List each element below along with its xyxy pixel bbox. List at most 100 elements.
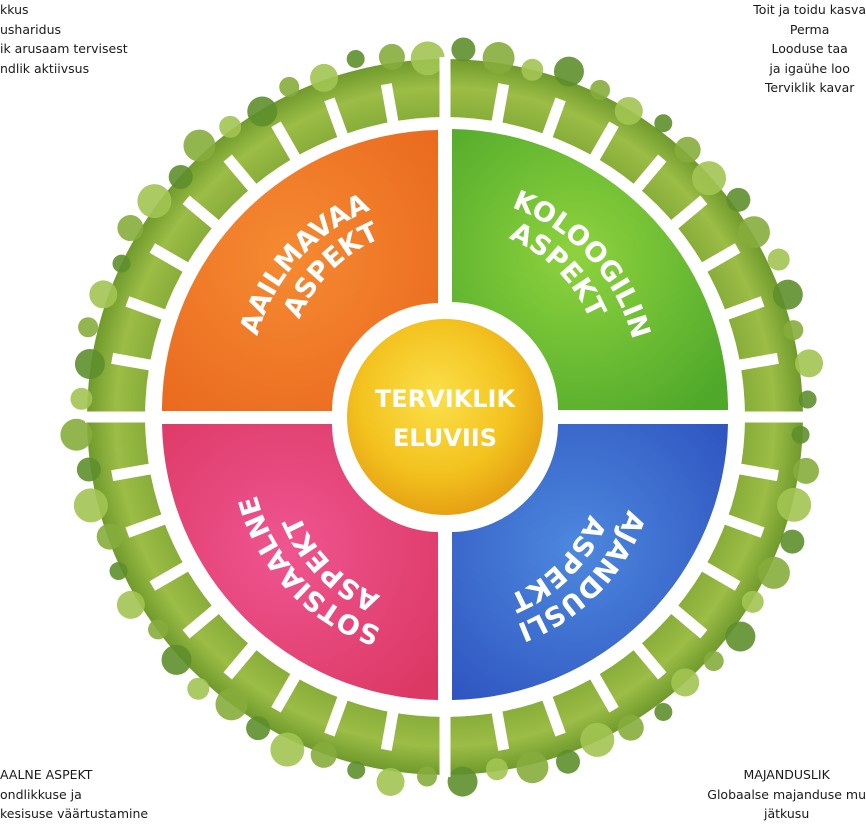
tree-icon [161, 644, 192, 675]
tree-icon [116, 590, 145, 619]
tree-icon [246, 716, 271, 741]
tree-icon [691, 161, 726, 196]
tree-icon [777, 487, 812, 522]
ring-spoke [489, 83, 510, 135]
description-line: Perma [789, 21, 830, 37]
tree-icon [482, 41, 515, 74]
social-description: AALNE ASPEKT ondlikkuse ja kesisuse väär… [0, 765, 148, 824]
tree-icon [671, 668, 700, 697]
ring-spoke [182, 597, 228, 639]
ring-spoke [324, 97, 352, 149]
ring-spoke [625, 154, 667, 200]
tree-icon [516, 751, 549, 784]
center-circle [347, 319, 543, 515]
description-line: ndlik aktiivsus [0, 60, 90, 76]
ring-spoke [111, 352, 163, 373]
tree-icon [117, 215, 144, 242]
tree-icon [76, 457, 101, 482]
tree-icon [376, 767, 405, 796]
description-line: ik arusaam tervisest [0, 41, 128, 56]
quadrant-economic [452, 424, 728, 700]
description-line: ja igaühe loo [769, 60, 850, 76]
tree-icon [772, 279, 803, 310]
tree-icon [783, 320, 804, 341]
tree-icon [346, 49, 365, 68]
tree-icon [109, 562, 128, 581]
tree-icon [737, 216, 770, 249]
description-line: AALNE ASPEKT [0, 767, 93, 782]
tree-icon [148, 619, 169, 640]
tree-icon [767, 248, 790, 271]
ring-spoke [662, 195, 708, 237]
ring-spoke [111, 461, 163, 482]
tree-icon [791, 425, 810, 444]
tree-icon [279, 76, 300, 97]
tree-icon [73, 488, 108, 523]
tree-icon [78, 317, 99, 338]
description-line: kesisuse väärtustamine [0, 806, 149, 821]
description-line: ondlikkuse ja [0, 786, 82, 802]
ring-spoke [713, 510, 765, 538]
description-line: Toit ja toidu kasva [753, 2, 866, 17]
tree-icon [757, 556, 790, 589]
ring-spokes [85, 57, 805, 777]
tree-icon [310, 63, 339, 92]
tree-icon [74, 348, 105, 379]
ecological-description: Toit ja toidu kasva Perma Looduse taa ja… [753, 0, 866, 98]
ring-spoke [625, 634, 667, 680]
description-line: jätkusu [764, 806, 810, 821]
tree-icon [410, 41, 445, 76]
tree-icon [580, 722, 615, 757]
tree-icon [451, 37, 476, 62]
tree-icon [521, 58, 544, 81]
tree-icon [219, 115, 242, 138]
tree-icon [183, 129, 216, 162]
ring-spoke [125, 510, 177, 538]
ring-spoke [584, 121, 619, 171]
center-label-line2: ELUVIIS [393, 424, 497, 452]
tree-icon [654, 114, 673, 133]
tree-icon [553, 56, 584, 87]
worldview-description: kkus usharidus ik arusaam tervisest ndli… [0, 0, 128, 78]
quadrant-social [162, 424, 438, 700]
ring-spoke [149, 243, 199, 278]
tree-icon [555, 749, 580, 774]
description-line: Terviklik kavar [764, 80, 855, 95]
tree-icon [187, 677, 210, 700]
ring-spoke [489, 699, 510, 751]
ring-spoke [584, 663, 619, 713]
tree-icon [725, 621, 756, 652]
tree-icon [447, 766, 478, 797]
description-line: Looduse taa [771, 41, 848, 56]
tree-icon [60, 418, 93, 451]
tree-icon [70, 387, 93, 410]
ring-spoke [223, 154, 265, 200]
tree-silhouettes [60, 37, 824, 797]
tree-icon [726, 187, 751, 212]
tree-icon [674, 136, 701, 163]
tree-icon [654, 702, 673, 721]
ring-spoke [182, 195, 228, 237]
description-line: Globaalse majanduse mu [707, 786, 866, 802]
tree-icon [614, 96, 643, 125]
ring-spoke [538, 97, 566, 149]
tree-icon [590, 79, 611, 100]
ring-spoke [691, 556, 741, 591]
tree-icon [417, 766, 438, 787]
ring-spoke [727, 461, 779, 482]
description-line: kkus [0, 2, 29, 17]
ring-spoke [324, 685, 352, 737]
ring-spoke [538, 685, 566, 737]
ring-spoke [223, 634, 265, 680]
economic-description: MAJANDUSLIK Globaalse majanduse mu jätku… [707, 765, 866, 824]
ring-spoke [662, 597, 708, 639]
tree-icon [485, 758, 508, 781]
tree-icon [780, 529, 805, 554]
ring-spoke [149, 556, 199, 591]
tree-icon [247, 96, 278, 127]
tree-icon [378, 43, 405, 70]
ring-spoke [271, 121, 306, 171]
ring-spoke [713, 296, 765, 324]
tree-icon [795, 349, 824, 378]
